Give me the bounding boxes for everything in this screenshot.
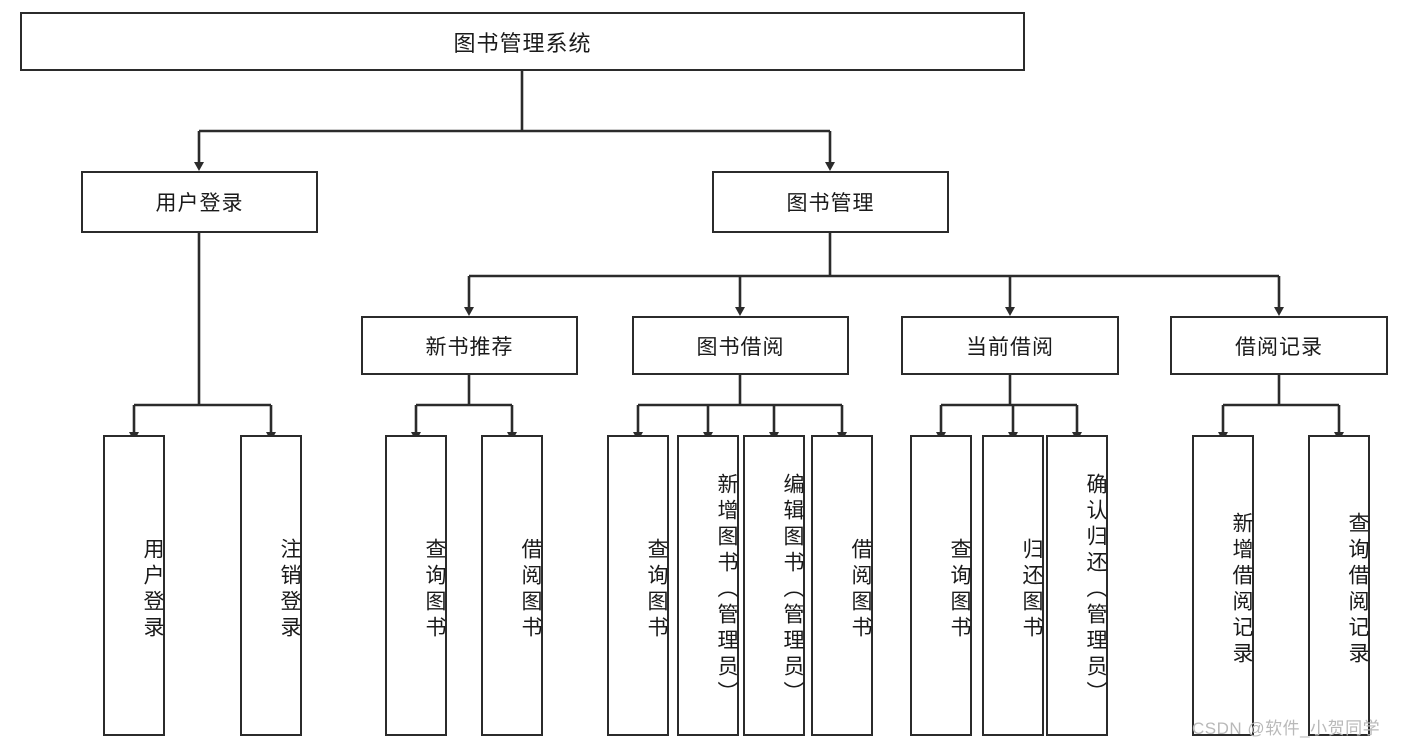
node-label: 用户登录 [155, 192, 244, 215]
node-label: 新增借阅记录 [1230, 511, 1253, 668]
leaf-newbook-borrow-book[interactable]: 借阅图书 [481, 435, 543, 736]
leaf-borrowrecord-add-record[interactable]: 新增借阅记录 [1192, 435, 1254, 736]
node-label: 新书推荐 [425, 335, 514, 359]
node-label: 查询图书 [645, 537, 668, 642]
leaf-bookborrow-edit-book-admin[interactable]: 编辑图书（管理员） [743, 435, 805, 736]
node-label: 查询图书 [423, 537, 446, 642]
leaf-bookborrow-query-book[interactable]: 查询图书 [607, 435, 669, 736]
node-borrow-record[interactable]: 借阅记录 [1170, 316, 1388, 375]
edges-bookborrow-to-leaves [633, 375, 847, 441]
node-book-borrow[interactable]: 图书借阅 [632, 316, 849, 375]
node-label: 新增图书（管理员） [715, 472, 738, 707]
node-current-borrow[interactable]: 当前借阅 [901, 316, 1119, 375]
node-root-book-management-system[interactable]: 图书管理系统 [20, 12, 1025, 71]
node-label: 图书管理系统 [453, 30, 592, 56]
leaf-currentborrow-confirm-return-admin[interactable]: 确认归还（管理员） [1046, 435, 1108, 736]
node-label: 用户登录 [141, 537, 164, 642]
node-label: 查询图书 [948, 537, 971, 642]
edges-currentborrow-to-leaves [936, 375, 1082, 441]
edges-newbook-to-leaves [411, 375, 517, 441]
leaf-user-login-logout[interactable]: 注销登录 [240, 435, 302, 736]
node-book-management[interactable]: 图书管理 [712, 171, 949, 233]
edges-root-to-level2 [194, 71, 835, 171]
leaf-currentborrow-query-book[interactable]: 查询图书 [910, 435, 972, 736]
node-label: 借阅记录 [1235, 335, 1323, 359]
leaf-currentborrow-return-book[interactable]: 归还图书 [982, 435, 1044, 736]
leaf-bookborrow-borrow-book[interactable]: 借阅图书 [811, 435, 873, 736]
node-label: 编辑图书（管理员） [781, 472, 804, 707]
node-new-book-recommend[interactable]: 新书推荐 [361, 316, 578, 375]
node-label: 图书借阅 [696, 335, 785, 359]
watermark-text: CSDN @软件_小贺同学 [1192, 719, 1381, 738]
edges-bookmgmt-to-level3 [464, 233, 1284, 316]
leaf-bookborrow-add-book-admin[interactable]: 新增图书（管理员） [677, 435, 739, 736]
edges-borrowrecord-to-leaves [1218, 375, 1344, 441]
node-label: 借阅图书 [519, 537, 542, 642]
leaf-user-login-login[interactable]: 用户登录 [103, 435, 165, 736]
node-label: 图书管理 [786, 192, 875, 215]
node-label: 确认归还（管理员） [1084, 472, 1107, 707]
node-user-login[interactable]: 用户登录 [81, 171, 318, 233]
leaf-newbook-query-book[interactable]: 查询图书 [385, 435, 447, 736]
node-label: 查询借阅记录 [1346, 511, 1369, 668]
node-label: 借阅图书 [849, 537, 872, 642]
node-label: 注销登录 [278, 537, 301, 642]
node-label: 归还图书 [1020, 537, 1043, 642]
edges-userlogin-to-leaves [129, 233, 276, 441]
leaf-borrowrecord-query-record[interactable]: 查询借阅记录 [1308, 435, 1370, 736]
node-label: 当前借阅 [966, 335, 1054, 359]
